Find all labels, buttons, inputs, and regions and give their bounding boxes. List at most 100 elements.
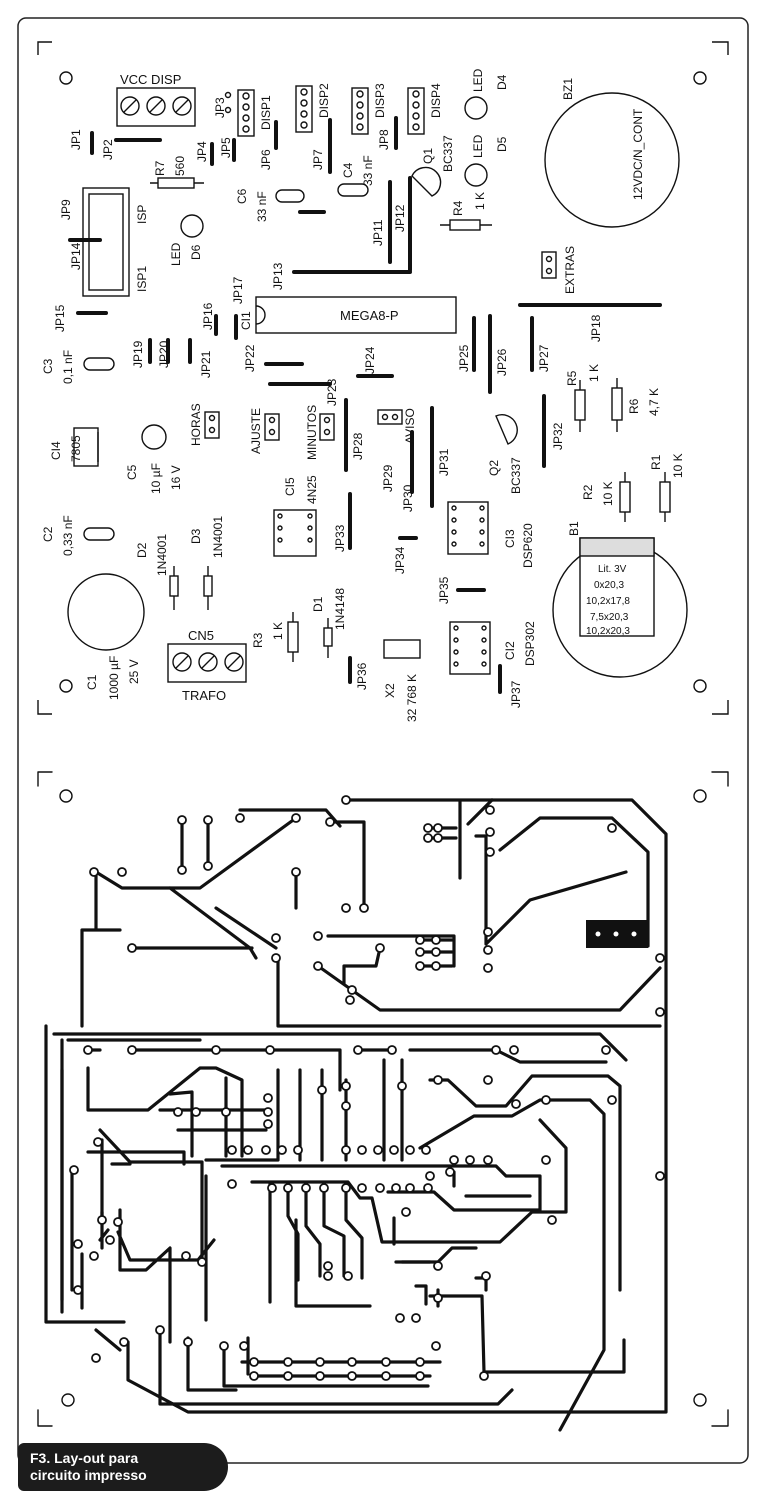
label-r4-val: 1 K (473, 192, 487, 210)
label-b1-l4: 7,5x20,3 (590, 612, 629, 623)
label-r1: R1 (649, 454, 663, 470)
label-b1-l3: 10,2x17,8 (586, 596, 630, 607)
label-ajuste: AJUSTE (249, 408, 263, 454)
label-disp1: DISP1 (259, 95, 273, 130)
label-q1-type: BC337 (441, 135, 455, 172)
label-jp22: JP22 (243, 344, 257, 372)
label-disp4: DISP4 (429, 83, 443, 118)
jumper-wires (68, 116, 662, 694)
board-outline (17, 17, 749, 1464)
label-c5: C5 (125, 464, 139, 480)
label-jp32: JP32 (551, 422, 565, 450)
label-r1-val: 10 K (671, 453, 685, 478)
label-d5: D5 (495, 136, 509, 152)
label-disp2: DISP2 (317, 83, 331, 118)
caption-line-2: circuito impresso (30, 1467, 147, 1483)
label-c5-val1: 10 µF (149, 463, 163, 494)
label-d3-type: 1N4001 (211, 516, 225, 558)
label-ci2: CI2 (503, 641, 517, 660)
label-q2: Q2 (487, 460, 501, 476)
label-jp6: JP6 (259, 149, 273, 170)
copper-side (37, 771, 729, 1432)
caption-line-1: F3. Lay-out para (30, 1450, 139, 1466)
label-bz1: BZ1 (561, 78, 575, 100)
label-jp13: JP13 (271, 262, 285, 290)
label-jp11: JP11 (371, 219, 385, 246)
label-jp1: JP1 (69, 129, 83, 150)
label-jp5: JP5 (219, 137, 233, 158)
label-jp30: JP30 (401, 484, 415, 512)
label-c1: C1 (85, 674, 99, 690)
label-cn5: CN5 (188, 628, 214, 643)
label-c6: C6 (235, 188, 249, 204)
component-side (37, 41, 729, 715)
label-r6: R6 (627, 398, 641, 414)
label-c1-val1: 1000 µF (107, 656, 121, 700)
label-jp12: JP12 (393, 204, 407, 232)
label-jp19: JP19 (131, 340, 145, 368)
label-jp20: JP20 (157, 340, 171, 368)
label-r4: R4 (451, 200, 465, 216)
label-jp15: JP15 (53, 304, 67, 332)
label-led-d4: LED (471, 68, 485, 92)
label-jp7: JP7 (311, 149, 325, 170)
label-bz1-spec: 12VDC/N_CONT (631, 108, 645, 200)
solder-pads (69, 795, 665, 1381)
label-jp33: JP33 (333, 524, 347, 552)
label-q1: Q1 (421, 148, 435, 164)
label-ci2-type: DSP302 (523, 621, 537, 666)
label-r6-val: 4,7 K (647, 388, 661, 416)
label-jp28: JP28 (351, 432, 365, 460)
label-b1-l5: 10,2x20,3 (586, 626, 630, 637)
label-ci5: CI5 (283, 477, 297, 496)
label-isp: ISP (135, 205, 149, 224)
label-jp8: JP8 (377, 129, 391, 150)
label-jp31: JP31 (437, 448, 451, 476)
label-jp25: JP25 (457, 344, 471, 372)
label-isp1: ISP1 (135, 266, 149, 292)
label-extras: EXTRAS (563, 246, 577, 294)
label-jp14: JP14 (69, 242, 83, 270)
label-c2-val: 0,33 nF (61, 515, 75, 556)
label-vcc-disp: VCC DISP (120, 72, 181, 87)
label-jp36: JP36 (355, 662, 369, 690)
label-b1-l2: 0x20,3 (594, 580, 624, 591)
label-jp9: JP9 (59, 199, 73, 220)
label-c4-val: 33 nF (361, 155, 375, 186)
label-jp23: JP23 (325, 378, 339, 406)
label-jp18: JP18 (589, 314, 603, 342)
label-jp29: JP29 (381, 464, 395, 492)
label-trafo: TRAFO (182, 688, 226, 703)
label-jp26: JP26 (495, 348, 509, 376)
label-b1: B1 (567, 521, 581, 536)
label-c3: C3 (41, 358, 55, 374)
label-d4: D4 (495, 74, 509, 90)
label-d2-type: 1N4001 (155, 534, 169, 576)
label-r3-val: 1 K (271, 622, 285, 640)
label-r3: R3 (251, 632, 265, 648)
label-led-d6: LED (169, 242, 183, 266)
label-q2-type: BC337 (509, 457, 523, 494)
label-r7: R7 (153, 160, 167, 176)
label-jp21: JP21 (199, 350, 213, 378)
label-d6: D6 (189, 244, 203, 260)
label-r2: R2 (581, 484, 595, 500)
label-ci5-type: 4N25 (305, 475, 319, 504)
label-jp17: JP17 (231, 276, 245, 304)
label-c6-val: 33 nF (255, 191, 269, 222)
label-ci3: CI3 (503, 529, 517, 548)
label-minutos: MINUTOS (305, 405, 319, 460)
label-r7-val: 560 (173, 156, 187, 176)
label-x2-val: 32 768 K (405, 674, 419, 722)
label-jp27: JP27 (537, 344, 551, 372)
label-x2: X2 (383, 683, 397, 698)
label-ci4: CI4 (49, 441, 63, 460)
label-r2-val: 10 K (601, 481, 615, 506)
label-d1-type: 1N4148 (333, 588, 347, 630)
label-mega8: MEGA8-P (340, 308, 399, 323)
label-d3: D3 (189, 528, 203, 544)
label-jp16: JP16 (201, 302, 215, 330)
label-jp3: JP3 (213, 97, 227, 118)
